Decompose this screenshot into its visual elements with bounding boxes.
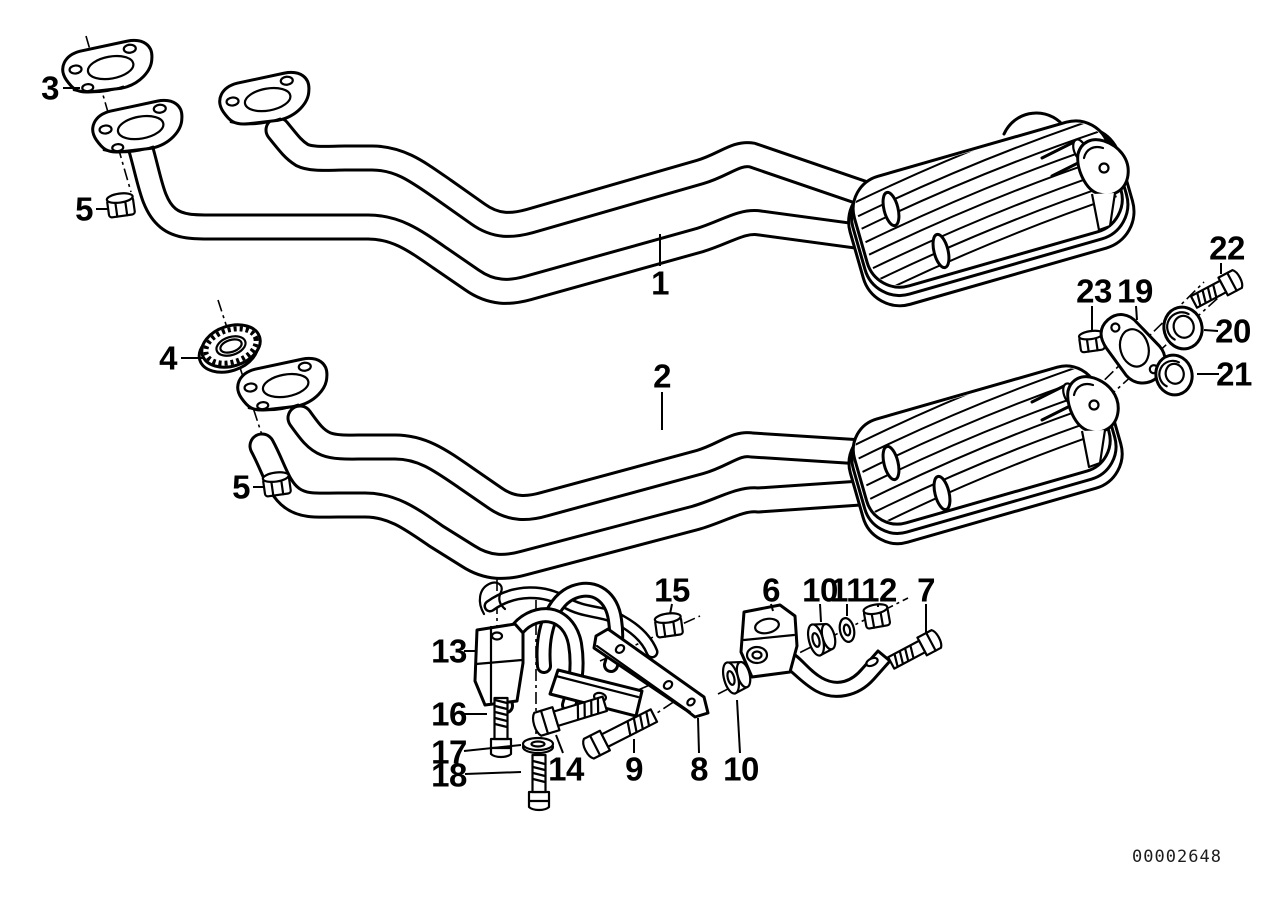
- callout-10-lower[interactable]: 10: [723, 751, 759, 788]
- callout-8-leader: [697, 717, 700, 754]
- callout-14[interactable]: 14: [548, 751, 585, 788]
- bolt-part-14: [532, 695, 609, 737]
- ring-part-20: [1162, 305, 1204, 351]
- callout-20[interactable]: 20: [1215, 313, 1251, 350]
- front-pipe-assembly-2: [248, 404, 962, 580]
- callout-15[interactable]: 15: [654, 572, 690, 609]
- callout-9[interactable]: 9: [625, 751, 644, 788]
- muffler-2-outlet: [1030, 375, 1120, 469]
- nut-part-5-upper: [105, 192, 136, 219]
- bolt-part-22: [1189, 269, 1244, 309]
- inlet-collar: [931, 232, 951, 270]
- gasket-part-4: [197, 323, 262, 374]
- bushing-part-10-upper: [806, 622, 837, 657]
- callout-5-lower[interactable]: 5: [232, 469, 251, 506]
- hanger-arm-band: [778, 648, 892, 698]
- muffler-1-outlet: [1002, 111, 1130, 232]
- washer-part-11: [838, 617, 856, 643]
- callout-3[interactable]: 3: [41, 70, 60, 107]
- callout-10-lower-leader: [736, 699, 741, 754]
- bolt-part-7: [887, 629, 943, 670]
- callout-15-leader: [669, 603, 673, 615]
- clamp-assembly: [473, 581, 710, 812]
- inlet-collar: [881, 190, 901, 228]
- callout-10-upper[interactable]: 10: [802, 572, 838, 609]
- bolt-part-18: [527, 753, 551, 812]
- callout-11[interactable]: 11: [830, 572, 865, 609]
- callout-17[interactable]: 17: [431, 734, 467, 771]
- callout-13[interactable]: 13: [431, 633, 467, 670]
- callout-23[interactable]: 23: [1076, 273, 1112, 310]
- flange-welded-tube-a: [91, 98, 184, 154]
- ring-part-21: [1154, 353, 1194, 397]
- callout-19-leader: [1135, 305, 1138, 321]
- callout-4[interactable]: 4: [159, 340, 179, 377]
- clamp-block-part-13: [473, 622, 525, 707]
- washer-part-17: [521, 736, 555, 755]
- callout-18[interactable]: 18: [431, 757, 467, 794]
- nut-part-23: [1077, 329, 1106, 354]
- muffler-2-bracket-tab: [1080, 429, 1107, 469]
- callout-1[interactable]: 1: [651, 265, 670, 302]
- callout-22[interactable]: 22: [1209, 230, 1245, 267]
- inlet-collar: [881, 444, 901, 482]
- nut-part-12: [862, 603, 892, 630]
- callout-8[interactable]: 8: [690, 751, 709, 788]
- clamp-hook: [478, 581, 507, 616]
- callout-10-upper-leader: [819, 603, 822, 623]
- front-pipe-assembly-1: [126, 116, 958, 305]
- flange-part-3: [61, 38, 154, 94]
- drawing-number: 00002648: [1132, 847, 1222, 867]
- callout-7[interactable]: 7: [917, 572, 935, 609]
- callout-17-leader: [463, 744, 522, 752]
- callout-16[interactable]: 16: [431, 696, 467, 733]
- callout-12[interactable]: 12: [861, 572, 897, 609]
- callout-19[interactable]: 19: [1117, 273, 1153, 310]
- muffler-1-bracket-tab: [1090, 192, 1117, 232]
- callout-21[interactable]: 21: [1216, 356, 1252, 393]
- inlet-collar: [932, 474, 952, 512]
- nut-part-15: [653, 612, 684, 639]
- callout-14-leader: [555, 734, 564, 754]
- bushing-part-10-lower: [721, 660, 752, 695]
- hanger-arm-block: [739, 603, 799, 679]
- callout-6[interactable]: 6: [762, 572, 781, 609]
- callout-18-leader: [464, 771, 522, 775]
- callout-20-leader: [1203, 329, 1219, 332]
- callout-2[interactable]: 2: [653, 358, 672, 395]
- hanger-arm-assembly: [721, 603, 943, 698]
- bolt-part-9: [582, 708, 659, 760]
- nut-part-5-lower: [261, 471, 292, 498]
- flange-welded-tube-b: [218, 70, 311, 126]
- flange-welded-tube-c: [236, 356, 329, 412]
- callout-6-leader: [770, 603, 774, 612]
- flange-part-19: [1099, 313, 1167, 385]
- muffler-2: [847, 360, 1124, 546]
- callout-5-upper[interactable]: 5: [75, 191, 94, 228]
